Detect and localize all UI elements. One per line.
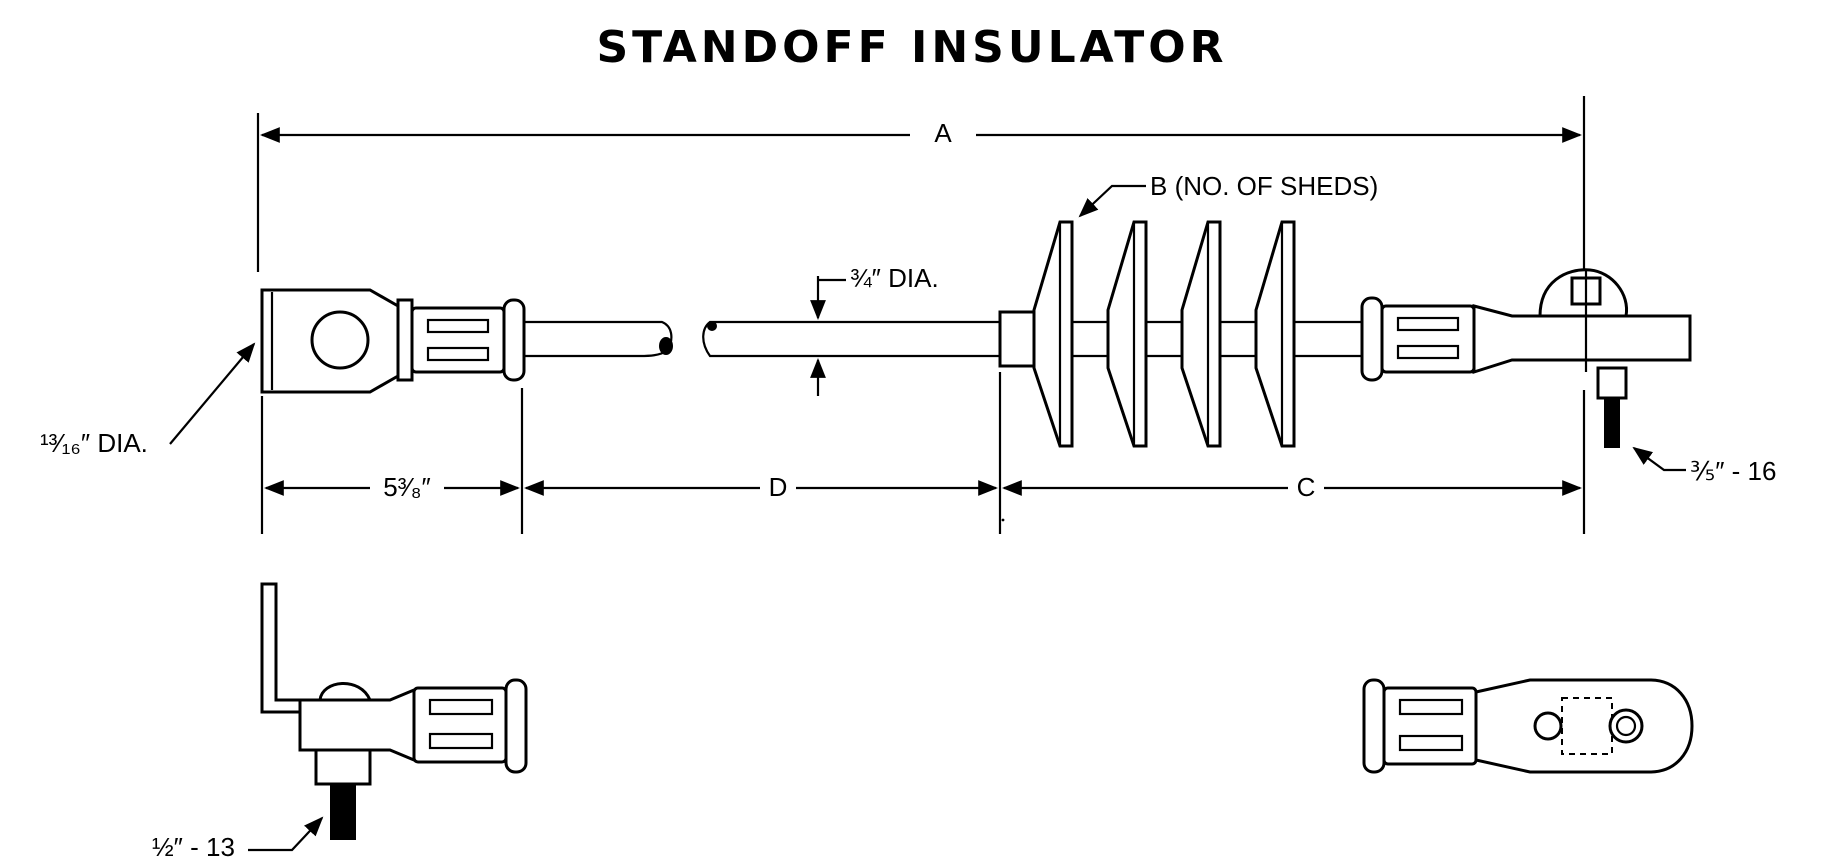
end-flange — [1360, 296, 1384, 382]
page-title: STANDOFF INSULATOR — [596, 22, 1227, 73]
break-mark-left — [659, 337, 673, 355]
rod-right-segment — [702, 320, 1002, 358]
right-end-fitting: ⅗″ - 16 — [1360, 268, 1776, 486]
eye-diameter-label: ¹³⁄₁₆″ DIA. — [40, 428, 148, 458]
stud-thread-label-left: ½″ - 13 — [152, 832, 235, 862]
threaded-stud — [1604, 398, 1620, 448]
tongue-plate — [1472, 304, 1692, 375]
end-flange — [1362, 678, 1386, 774]
dimension-label-c: C — [1297, 472, 1316, 502]
shed — [1254, 220, 1296, 448]
rod-left-segment — [524, 320, 673, 358]
sheds-leader — [1078, 184, 1146, 218]
dimension-label-d: D — [769, 472, 788, 502]
end-fitting-length-label: 5³⁄₈″ — [383, 472, 430, 502]
lower-dimensions: 5³⁄₈″ D C — [260, 372, 1586, 534]
dimension-a: A — [256, 96, 1586, 282]
sleeve-slot-bottom — [426, 346, 490, 362]
tongue-plate — [1474, 678, 1694, 774]
shed-section: B (NO. OF SHEDS) — [998, 171, 1378, 448]
shed — [1106, 220, 1148, 448]
sleeve-slot-top — [1396, 316, 1460, 332]
break-mark-right — [707, 321, 717, 331]
eye-hole — [310, 310, 370, 370]
sleeve-slot-bottom — [1398, 734, 1464, 752]
crimp-sleeve — [1380, 304, 1476, 374]
bolt-dome — [318, 682, 373, 702]
stud-hole — [1608, 708, 1644, 744]
rod-diameter-label: ¾″ DIA. — [850, 263, 939, 293]
shed — [1032, 220, 1074, 448]
sleeve-slot-top — [1398, 698, 1464, 716]
eye-diameter-callout: ¹³⁄₁₆″ DIA. — [40, 342, 256, 458]
shed — [1180, 220, 1222, 448]
sleeve-slot-top — [426, 318, 490, 334]
nut — [314, 748, 372, 786]
end-flange — [504, 678, 528, 774]
sheds-label: B (NO. OF SHEDS) — [1150, 171, 1378, 201]
stud-thread-leader-left — [248, 816, 324, 852]
stud-thread-label-right: ⅗″ - 16 — [1690, 456, 1776, 486]
threaded-stud — [330, 784, 356, 840]
stud-hole-inner — [1615, 715, 1637, 737]
collar — [396, 298, 414, 382]
tongue-detail-view — [1362, 678, 1694, 774]
stray-mark — [1001, 518, 1005, 522]
eye-diameter-leader — [169, 342, 256, 445]
shed-end-collar — [998, 310, 1036, 368]
dimension-label-a: A — [934, 118, 952, 148]
rod-diameter-callout: ¾″ DIA. — [810, 263, 939, 396]
sleeve-slot-top — [428, 698, 494, 716]
stud-thread-leader-right — [1632, 446, 1686, 472]
sleeve-slot-bottom — [428, 732, 494, 750]
left-eye-fitting — [260, 288, 526, 394]
crimp-sleeve — [410, 306, 506, 374]
fiberglass-rod — [524, 320, 1002, 358]
nut — [1596, 366, 1628, 400]
angle-bracket — [260, 582, 302, 714]
end-flange — [502, 298, 526, 382]
sleeve-slot-bottom — [1396, 344, 1460, 360]
bolt-hole — [1533, 711, 1563, 741]
bracket-detail-view: ½″ - 13 — [152, 582, 528, 862]
